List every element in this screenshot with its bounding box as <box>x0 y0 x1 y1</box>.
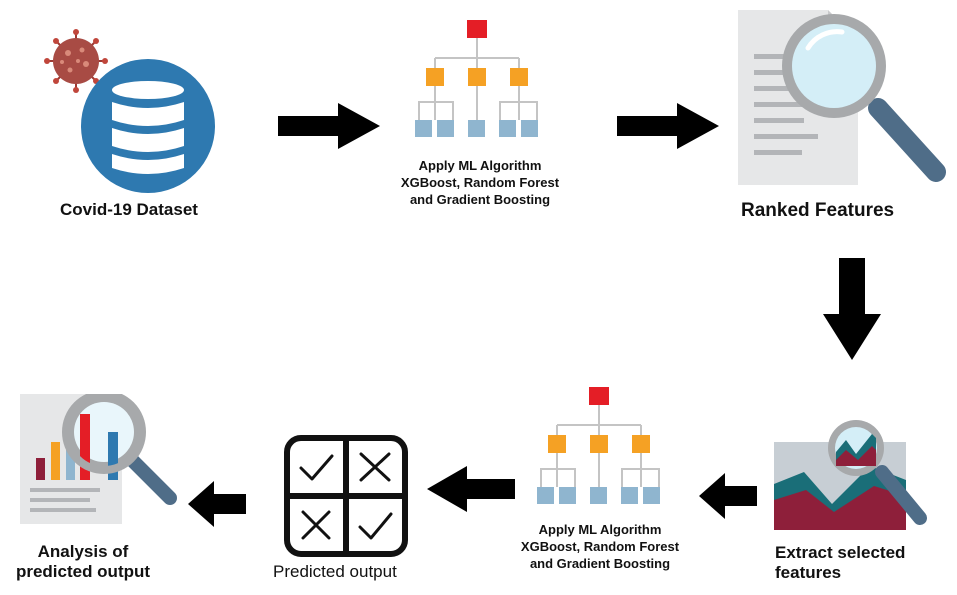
arrow-left-icon <box>188 481 246 527</box>
database-icon <box>79 56 217 196</box>
arrow-down-icon <box>823 258 881 360</box>
arrow-left-icon <box>427 466 515 512</box>
chart-magnifier-icon <box>774 420 934 532</box>
apply-ml-top-line1: Apply ML Algorithm <box>418 158 542 173</box>
analysis-line2: predicted output <box>15 561 151 581</box>
extract-features-line1: Extract selected <box>775 543 906 562</box>
tree-hierarchy-icon <box>415 20 539 142</box>
tree-hierarchy-icon <box>537 387 661 509</box>
apply-ml-top-label: Apply ML Algorithm XGBoost, Random Fores… <box>380 157 580 208</box>
predicted-output-label: Predicted output <box>273 562 397 581</box>
check-cross-grid-icon <box>283 434 409 558</box>
analysis-label: Analysis of predicted output <box>4 542 162 581</box>
extract-features-label: Extract selected features <box>775 543 905 582</box>
arrow-left-icon <box>699 473 757 519</box>
apply-ml-top-line2: XGBoost, Random Forest <box>400 175 560 191</box>
extract-features-line2: features <box>775 562 842 582</box>
covid-virus-icon <box>40 28 112 94</box>
apply-ml-bottom-line3: and Gradient Boosting <box>529 556 671 572</box>
analysis-line1: Analysis of <box>37 542 129 561</box>
apply-ml-bottom-line1: Apply ML Algorithm <box>538 522 662 537</box>
arrow-right-icon <box>278 103 380 149</box>
apply-ml-top-line3: and Gradient Boosting <box>409 192 551 208</box>
dataset-label: Covid-19 Dataset <box>60 200 198 219</box>
ranked-features-label: Ranked Features <box>741 200 895 221</box>
report-magnifier-icon <box>20 394 180 536</box>
arrow-right-icon <box>617 103 719 149</box>
apply-ml-bottom-label: Apply ML Algorithm XGBoost, Random Fores… <box>500 521 700 572</box>
document-magnifier-icon <box>738 10 948 190</box>
apply-ml-bottom-line2: XGBoost, Random Forest <box>520 539 680 555</box>
